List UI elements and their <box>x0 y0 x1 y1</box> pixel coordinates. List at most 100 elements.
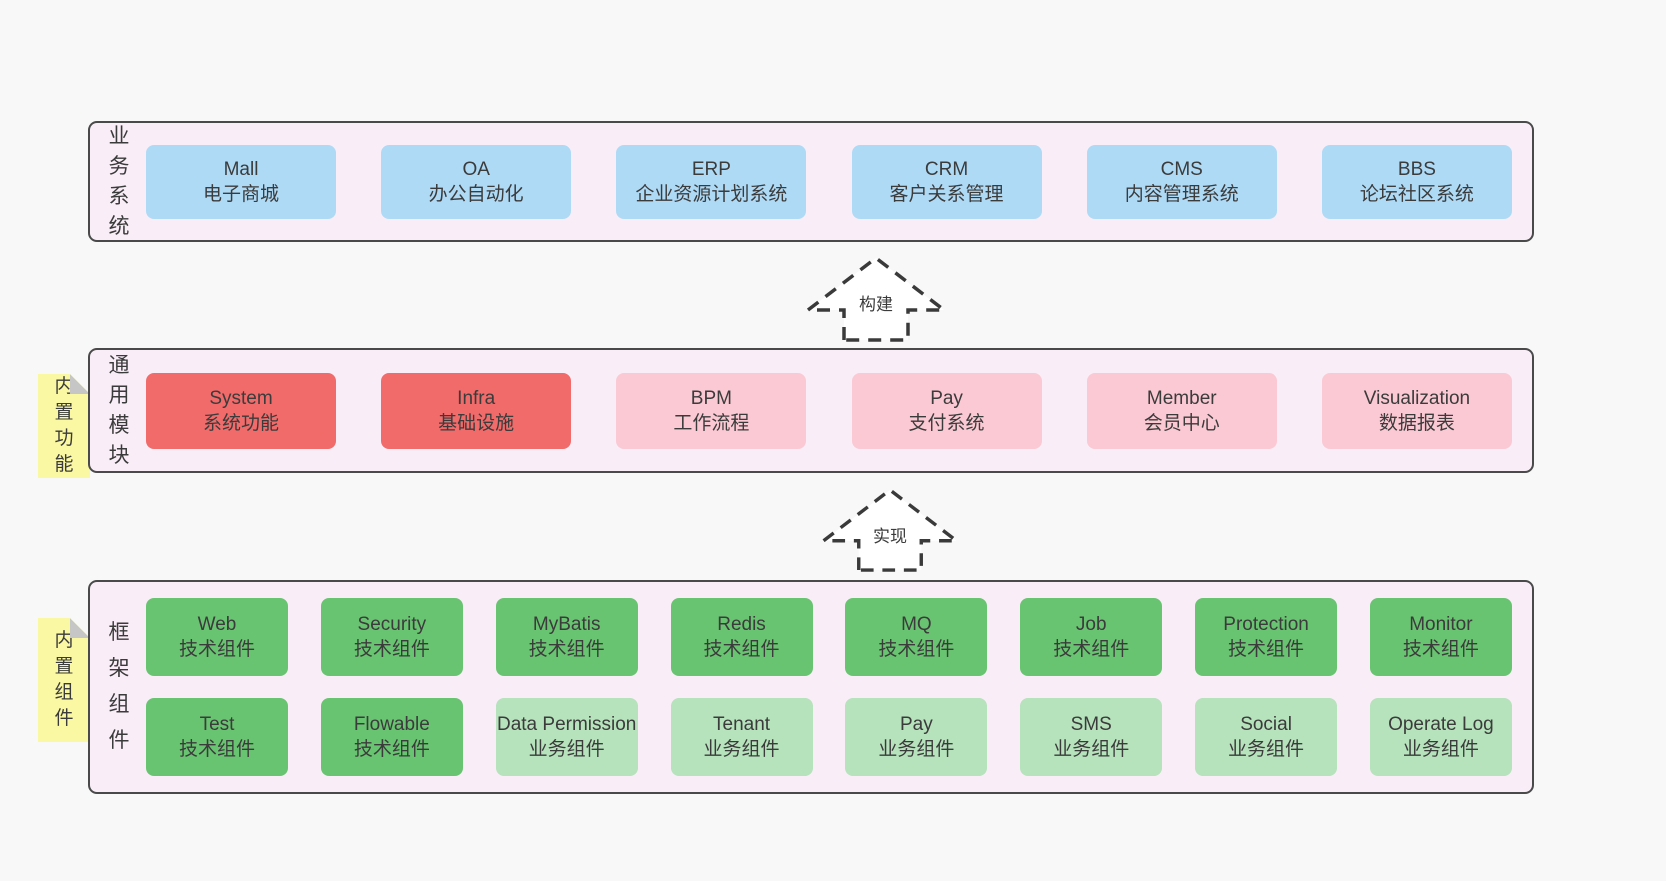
box-title: MQ <box>901 614 932 635</box>
box-subtitle: 技术组件 <box>353 739 430 760</box>
box-subtitle: 技术组件 <box>178 639 255 660</box>
sticky-built-in-features: 内置功能 <box>38 374 90 478</box>
box-title: Mall <box>223 158 259 180</box>
box-subtitle: 基础设施 <box>438 412 515 434</box>
box-subtitle: 技术组件 <box>178 739 255 760</box>
box-title: OA <box>462 158 490 180</box>
box-subtitle: 业务组件 <box>878 739 955 760</box>
diagram-box-operate-log: Operate Log 业务组件 <box>1369 698 1512 776</box>
arrow-implement: 实现 <box>820 488 960 572</box>
box-subtitle: 技术组件 <box>1053 639 1130 660</box>
diagram-box-security: Security 技术组件 <box>320 598 463 676</box>
box-title: Member <box>1146 387 1217 409</box>
box-subtitle: 内容管理系统 <box>1124 183 1239 205</box>
box-subtitle: 业务组件 <box>1402 739 1479 760</box>
box-title: Tenant <box>713 714 771 735</box>
box-title: CMS <box>1160 158 1203 180</box>
box-title: BPM <box>690 387 732 409</box>
box-title: Protection <box>1223 614 1309 635</box>
diagram-box-crm: CRM 客户关系管理 <box>851 144 1042 219</box>
box-subtitle: 办公自动化 <box>428 183 524 205</box>
diagram-box-mybatis: MyBatis 技术组件 <box>495 598 638 676</box>
box-subtitle: 技术组件 <box>878 639 955 660</box>
box-title: Security <box>357 614 427 635</box>
diagram-box-infra: Infra 基础设施 <box>381 372 572 449</box>
box-subtitle: 技术组件 <box>1228 639 1305 660</box>
box-subtitle: 技术组件 <box>528 639 605 660</box>
sticky-built-in-features-label: 内置功能 <box>54 376 74 475</box>
diagram-box-tenant: Tenant 业务组件 <box>670 698 813 776</box>
box-title: ERP <box>691 158 731 180</box>
box-title: MyBatis <box>532 614 601 635</box>
box-subtitle: 电子商城 <box>202 183 279 205</box>
box-title: Pay <box>930 387 963 409</box>
arrow-build: 构建 <box>806 256 946 342</box>
diagram-box-job: Job 技术组件 <box>1020 598 1163 676</box>
box-subtitle: 业务组件 <box>1053 739 1130 760</box>
diagram-box-oa: OA 办公自动化 <box>381 144 572 219</box>
box-subtitle: 系统功能 <box>202 412 279 434</box>
box-title: Redis <box>717 614 766 635</box>
section-business-systems: 业务系统 Mall 电子商城 OA 办公自动化 ERP 企业资源计划系统 CRM 客户关系管理… <box>88 121 1534 242</box>
box-subtitle: 技术组件 <box>1402 639 1479 660</box>
diagram-box-bbs: BBS 论坛社区系统 <box>1321 144 1512 219</box>
diagram-box-visualization: Visualization 数据报表 <box>1321 372 1512 449</box>
section-label-business-systems: 业务系统 <box>108 124 130 238</box>
box-title: CRM <box>924 158 969 180</box>
section-label-common-modules: 通用模块 <box>108 353 130 467</box>
sticky-built-in-components-label: 内置组件 <box>54 630 74 729</box>
box-title: Pay <box>900 714 933 735</box>
arrow-build-label: 构建 <box>856 294 896 316</box>
box-subtitle: 业务组件 <box>703 739 780 760</box>
diagram-box-mall: Mall 电子商城 <box>146 144 336 219</box>
box-subtitle: 支付系统 <box>908 412 985 434</box>
diagram-box-pay: Pay 业务组件 <box>845 698 988 776</box>
box-title: Visualization <box>1363 387 1471 409</box>
box-subtitle: 技术组件 <box>703 639 780 660</box>
diagram-box-mq: MQ 技术组件 <box>845 598 988 676</box>
box-title: Test <box>199 714 235 735</box>
diagram-box-web: Web 技术组件 <box>146 598 288 676</box>
box-title: Web <box>197 614 237 635</box>
diagram-box-social: Social 业务组件 <box>1195 698 1338 776</box>
diagram-box-erp: ERP 企业资源计划系统 <box>616 144 807 219</box>
diagram-box-protection: Protection 技术组件 <box>1195 598 1338 676</box>
box-subtitle: 企业资源计划系统 <box>635 183 788 205</box>
diagram-box-system: System 系统功能 <box>146 372 336 449</box>
section-label-framework-components: 框架组件 <box>108 621 130 752</box>
sticky-fold-corner-icon <box>70 618 90 638</box>
diagram-box-data-permission: Data Permission 业务组件 <box>495 698 638 776</box>
box-title: Monitor <box>1409 614 1473 635</box>
arrow-implement-label: 实现 <box>870 526 910 548</box>
box-subtitle: 客户关系管理 <box>889 183 1004 205</box>
box-title: System <box>209 387 273 409</box>
box-title: BBS <box>1397 158 1436 180</box>
diagram-box-redis: Redis 技术组件 <box>670 598 813 676</box>
box-title: Social <box>1240 714 1292 735</box>
box-title: Operate Log <box>1388 714 1494 735</box>
diagram-box-cms: CMS 内容管理系统 <box>1086 144 1277 219</box>
diagram-box-pay: Pay 支付系统 <box>851 372 1042 449</box>
box-title: Data Permission <box>496 714 637 735</box>
box-subtitle: 业务组件 <box>528 739 605 760</box>
box-subtitle: 业务组件 <box>1228 739 1305 760</box>
box-title: Flowable <box>353 714 430 735</box>
box-subtitle: 论坛社区系统 <box>1359 183 1474 205</box>
box-subtitle: 技术组件 <box>353 639 430 660</box>
business-box-row: Mall 电子商城 OA 办公自动化 ERP 企业资源计划系统 CRM 客户关系管理 CMS 内容… <box>132 123 1532 240</box>
diagram-box-test: Test 技术组件 <box>146 698 288 776</box>
box-subtitle: 数据报表 <box>1378 412 1455 434</box>
box-title: Job <box>1075 614 1107 635</box>
sticky-built-in-components: 内置组件 <box>38 618 90 742</box>
box-title: Infra <box>457 387 496 409</box>
